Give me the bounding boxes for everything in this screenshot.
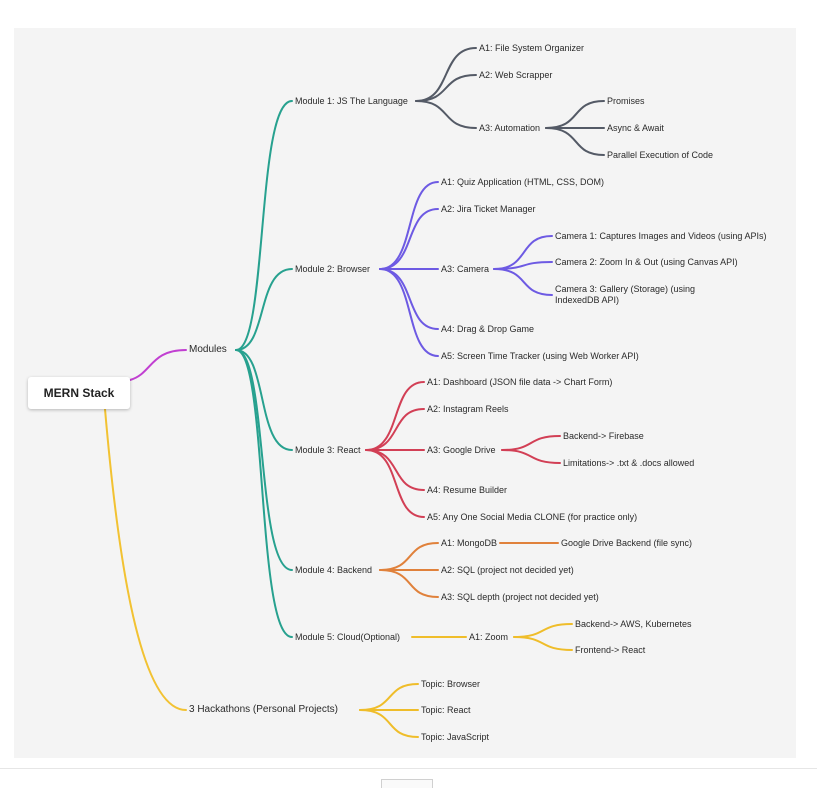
node-m1-a3-item[interactable]: Parallel Execution of Code <box>606 150 715 161</box>
node-m4-a1[interactable]: A1: MongoDB <box>440 538 499 549</box>
node-modules[interactable]: Modules <box>188 344 228 355</box>
link-modules-module4 <box>235 349 293 571</box>
node-m1-a3-item[interactable]: Async & Await <box>606 123 665 134</box>
node-m3-a3[interactable]: A3: Google Drive <box>426 445 497 456</box>
node-m3-a5[interactable]: A5: Any One Social Media CLONE (for prac… <box>426 512 639 523</box>
node-m1-a3-item[interactable]: Promises <box>606 96 646 107</box>
node-hackathon-topic[interactable]: Topic: Browser <box>420 679 482 690</box>
node-m3-a2[interactable]: A2: Instagram Reels <box>426 404 510 415</box>
node-m3-a3-item[interactable]: Backend-> Firebase <box>562 431 645 442</box>
node-m3-a1[interactable]: A1: Dashboard (JSON file data -> Chart F… <box>426 377 614 388</box>
root-node[interactable]: MERN Stack <box>28 377 130 409</box>
node-m5-a1-item[interactable]: Backend-> AWS, Kubernetes <box>574 619 693 630</box>
node-module2[interactable]: Module 2: Browser <box>294 264 372 275</box>
node-hackathon-topic[interactable]: Topic: JavaScript <box>420 732 491 743</box>
node-m5-a1-item[interactable]: Frontend-> React <box>574 645 647 656</box>
node-m4-a3[interactable]: A3: SQL depth (project not decided yet) <box>440 592 600 603</box>
scroll-handle[interactable] <box>381 779 433 788</box>
node-m2-a3[interactable]: A3: Camera <box>440 264 491 275</box>
node-module3[interactable]: Module 3: React <box>294 445 362 456</box>
node-m4-a2[interactable]: A2: SQL (project not decided yet) <box>440 565 575 576</box>
node-m3-a3-item[interactable]: Limitations-> .txt & .docs allowed <box>562 458 696 469</box>
node-m5-a1[interactable]: A1: Zoom <box>468 632 510 643</box>
link-modules-module3 <box>235 349 293 451</box>
node-m2-a1[interactable]: A1: Quiz Application (HTML, CSS, DOM) <box>440 177 606 188</box>
node-m3-a4[interactable]: A4: Resume Builder <box>426 485 509 496</box>
link-root-hackathons <box>104 408 187 711</box>
node-m1-a1[interactable]: A1: File System Organizer <box>478 43 586 54</box>
node-hackathons[interactable]: 3 Hackathons (Personal Projects) <box>188 704 339 715</box>
node-m2-a3-item[interactable]: Camera 1: Captures Images and Videos (us… <box>554 231 768 242</box>
node-m2-a3-item[interactable]: Camera 3: Gallery (Storage) (using Index… <box>554 284 726 306</box>
node-m2-a4[interactable]: A4: Drag & Drop Game <box>440 324 536 335</box>
node-m4-a1-item[interactable]: Google Drive Backend (file sync) <box>560 538 694 549</box>
node-m2-a5[interactable]: A5: Screen Time Tracker (using Web Worke… <box>440 351 640 362</box>
node-module4[interactable]: Module 4: Backend <box>294 565 374 576</box>
link-modules-module2 <box>235 268 293 351</box>
node-module1[interactable]: Module 1: JS The Language <box>294 96 409 107</box>
link-root-modules <box>129 349 187 381</box>
link-modules-module5 <box>235 349 293 638</box>
node-m1-a3[interactable]: A3: Automation <box>478 123 542 134</box>
link-modules-module1 <box>235 100 293 351</box>
node-module5[interactable]: Module 5: Cloud(Optional) <box>294 632 402 643</box>
node-hackathon-topic[interactable]: Topic: React <box>420 705 472 716</box>
bottom-toolbar <box>0 768 817 788</box>
node-m2-a3-item[interactable]: Camera 2: Zoom In & Out (using Canvas AP… <box>554 257 739 268</box>
root-label: MERN Stack <box>43 386 115 400</box>
node-m2-a2[interactable]: A2: Jira Ticket Manager <box>440 204 537 215</box>
node-m1-a2[interactable]: A2: Web Scrapper <box>478 70 554 81</box>
